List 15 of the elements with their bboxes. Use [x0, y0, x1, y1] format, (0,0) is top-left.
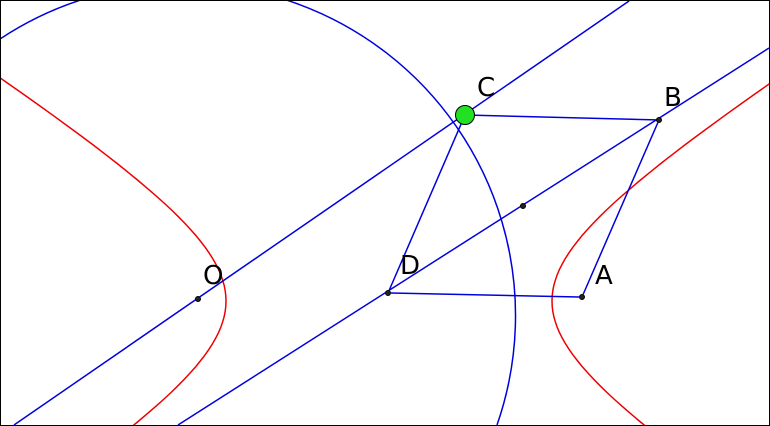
point — [455, 105, 475, 125]
point — [195, 296, 201, 302]
point-label: O — [203, 263, 224, 289]
line-segment — [390, 292, 580, 298]
line-segment — [474, 114, 656, 121]
line-segment — [388, 124, 462, 291]
point — [656, 117, 662, 123]
point — [520, 203, 526, 209]
point-label: C — [477, 75, 496, 101]
point-label: A — [595, 263, 613, 289]
point — [385, 290, 391, 296]
point-label: D — [400, 253, 420, 279]
line-segment — [582, 122, 658, 295]
point — [579, 294, 585, 300]
point-label: B — [664, 85, 682, 111]
